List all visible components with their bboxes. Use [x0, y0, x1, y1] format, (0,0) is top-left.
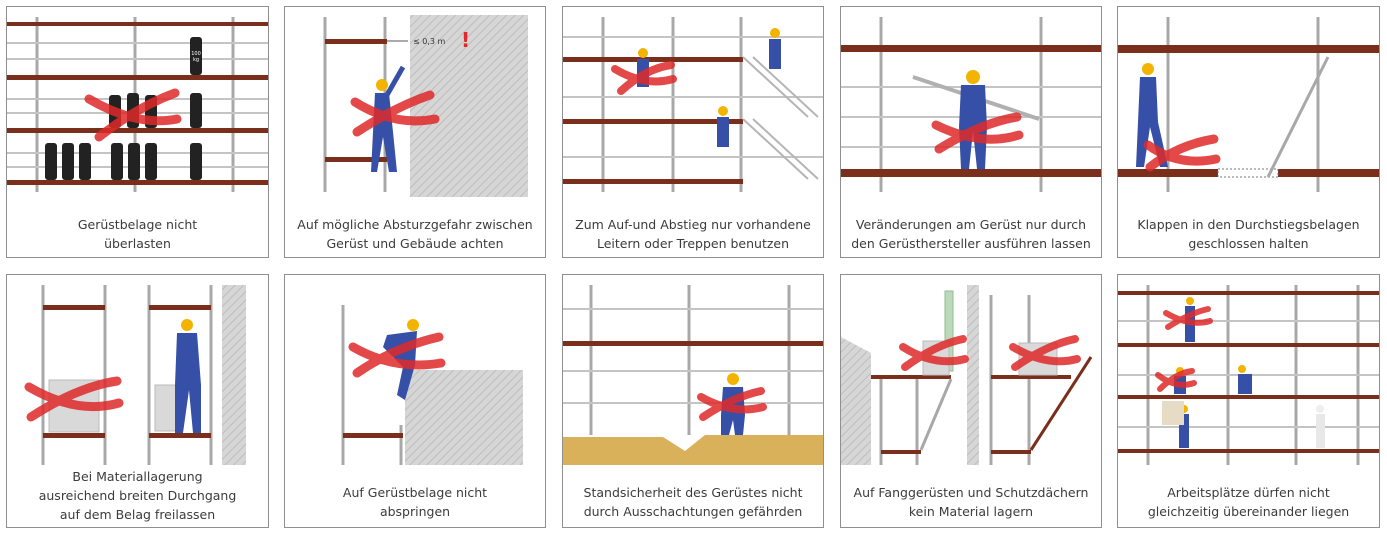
illustration-stacked-workplaces: [1118, 285, 1379, 465]
caption-7: Auf Gerüstbelage nicht abspringen: [342, 485, 488, 519]
card-6: Bei Materiallagerung ausreichend breiten…: [6, 274, 269, 528]
prohibition-cross-icon: [24, 376, 124, 422]
illustration-catch-scaffold: [841, 285, 1093, 465]
illustration-storage-passage: [24, 285, 246, 465]
prohibition-cross-icon: [611, 61, 677, 95]
card-3: Zum Auf-und Abstieg nur vorhandene Leite…: [562, 6, 824, 258]
illustration-ladder: [563, 17, 823, 192]
card-1: 100 kg Gerüstbelage nicht überlasten: [6, 6, 269, 258]
worker-icon: [1174, 297, 1325, 448]
illustration-no-jumping: [341, 305, 523, 465]
cylinder-weight-label: 100: [191, 51, 201, 57]
caption-9: Auf Fanggerüsten und Schutzdächern kein …: [853, 485, 1089, 519]
card-7: Auf Gerüstbelage nicht abspringen: [284, 274, 546, 528]
prohibition-cross-icon: [1143, 134, 1221, 172]
cylinder-unit-label: kg: [193, 57, 199, 63]
gap-label: ≤ 0,3 m: [413, 37, 446, 46]
prohibition-cross-icon: [931, 112, 1024, 154]
worker-icon: [175, 319, 201, 433]
illustration-overload: 100 kg: [7, 17, 268, 192]
illustration-modification: [841, 17, 1101, 192]
prohibition-cross-icon: [899, 335, 1081, 371]
card-10: Arbeitsplätze dürfen nicht gleichzeitig …: [1117, 274, 1380, 528]
caption-8: Standsicherheit des Gerüstes nicht durch…: [583, 485, 803, 519]
worker-icon: [637, 28, 781, 147]
illustration-hatch: [1118, 17, 1379, 192]
prohibition-cross-icon: [697, 387, 767, 421]
card-5: Klappen in den Durchstiegsbelagen geschl…: [1117, 6, 1380, 258]
caption-3: Zum Auf-und Abstieg nur vorhandene Leite…: [575, 217, 811, 251]
card-2: ≤ 0,3 m ! Auf mögliche Absturzgefahr zwi…: [284, 6, 546, 258]
card-8: Standsicherheit des Gerüstes nicht durch…: [562, 274, 824, 528]
caption-6: Bei Materiallagerung ausreichend breiten…: [38, 469, 237, 522]
caption-10: Arbeitsplätze dürfen nicht gleichzeitig …: [1147, 485, 1350, 519]
card-4: Veränderungen am Gerüst nur durch den Ge…: [840, 6, 1102, 258]
illustration-gap: ≤ 0,3 m !: [323, 15, 528, 197]
illustration-excavation: [563, 285, 823, 465]
prohibition-cross-icon: [1155, 306, 1213, 392]
prohibition-cross-icon: [84, 88, 182, 142]
caption-4: Veränderungen am Gerüst nur durch den Ge…: [851, 217, 1091, 251]
caption-1: Gerüstbelage nicht überlasten: [77, 217, 198, 251]
card-9: Auf Fanggerüsten und Schutzdächern kein …: [840, 274, 1102, 528]
worker-icon: [959, 70, 987, 169]
prohibition-cross-icon: [348, 332, 446, 378]
caption-2: Auf mögliche Absturzgefahr zwischen Gerü…: [297, 217, 533, 251]
alert-icon: !: [461, 28, 470, 52]
caption-5: Klappen in den Durchstiegsbelagen geschl…: [1137, 217, 1360, 251]
prohibition-cross-icon: [350, 90, 440, 137]
